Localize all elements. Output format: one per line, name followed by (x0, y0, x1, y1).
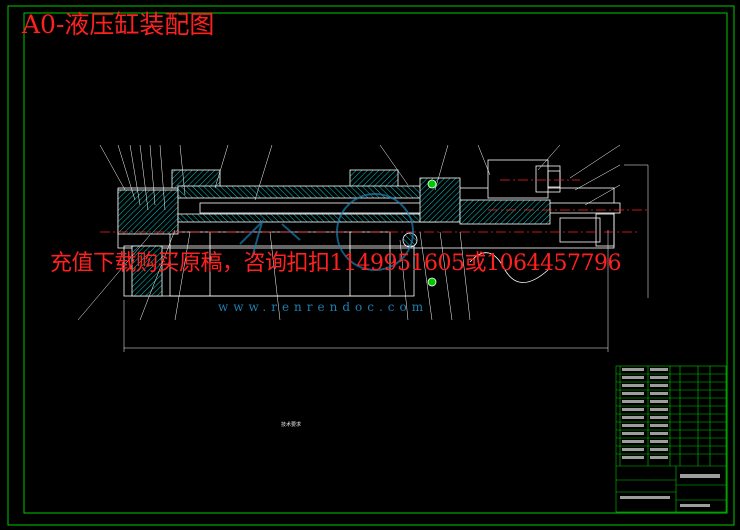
tech-notes-title: 技术要求 (281, 422, 302, 428)
title-block (615, 365, 727, 513)
leader-lines (77, 144, 621, 321)
outer-frame (7, 5, 735, 526)
drawing-title: A0-液压缸装配图 (22, 10, 215, 39)
site-logo-mark (239, 193, 414, 271)
title-block-cells (620, 368, 720, 507)
inner-frame (23, 12, 728, 514)
dimension-line (123, 164, 649, 352)
cylinder-assembly (117, 159, 621, 297)
site-watermark: www.renrendoc.com (218, 300, 429, 314)
watermark-text: 充值下载购买原稿，咨询扣扣1149951605或1064457796 (50, 251, 621, 276)
